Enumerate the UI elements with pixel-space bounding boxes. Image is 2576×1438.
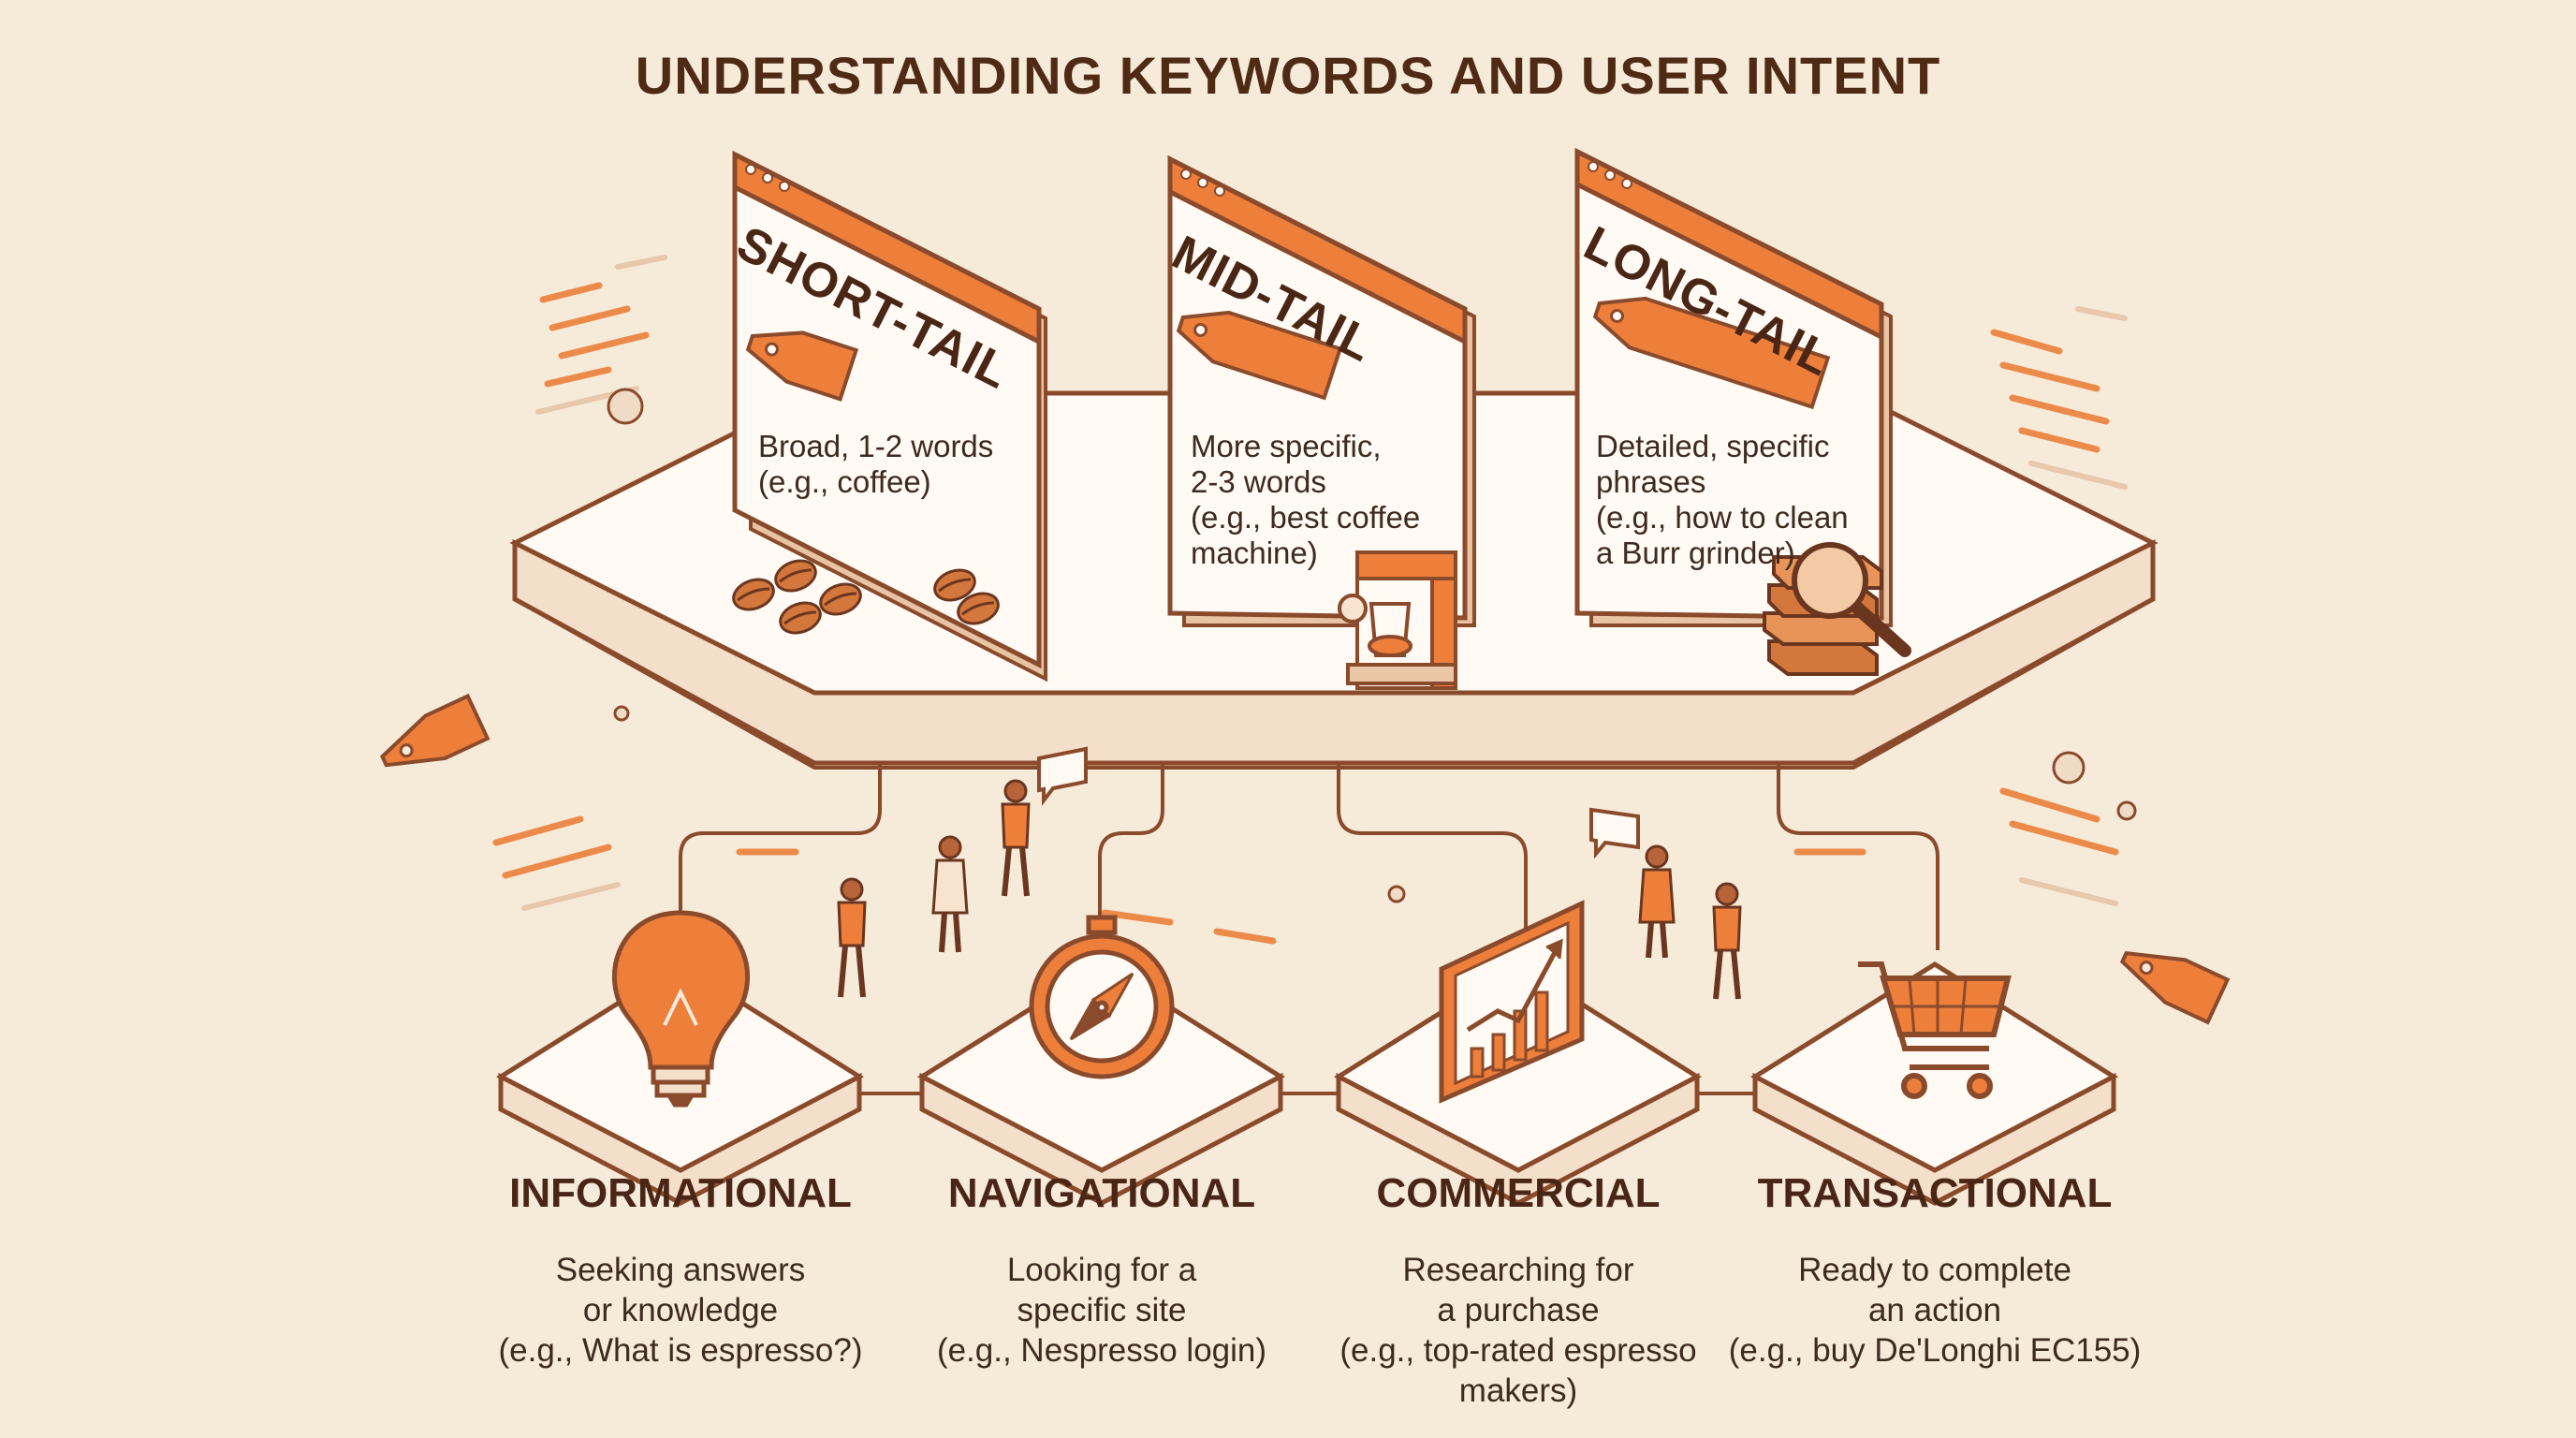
- intent-description-commercial: Researching for a purchase (e.g., top-ra…: [1339, 1252, 1697, 1409]
- mid-tail-tag-icon: [1176, 310, 1343, 401]
- decor-dashes: [492, 255, 2128, 945]
- intent-title-commercial: COMMERCIAL: [1376, 1170, 1661, 1216]
- intent-title-transactional: TRANSACTIONAL: [1757, 1170, 2113, 1216]
- short-tail-tag-icon: [745, 330, 859, 402]
- growth-chart-icon: [1439, 900, 1585, 1104]
- card-description-long-tail: Detailed, specific phrases (e.g., how to…: [1596, 429, 1849, 570]
- intent-title-informational: INFORMATIONAL: [509, 1170, 852, 1216]
- floating-tag-right: [2119, 950, 2231, 1025]
- coffee-beans-icon: [732, 559, 1000, 635]
- floating-tag-left: [380, 693, 490, 768]
- compass-icon: [1029, 915, 1175, 1079]
- intent-description-navigational: Looking for a specific site (e.g., Nespr…: [936, 1252, 1267, 1369]
- intent-title-navigational: NAVIGATIONAL: [947, 1170, 1256, 1216]
- long-tail-tag-icon: [1592, 296, 1831, 410]
- card-mid-tail: [1167, 154, 1476, 627]
- intent-description-informational: Seeking answers or knowledge (e.g., What…: [498, 1252, 863, 1369]
- shopping-cart-icon: [1858, 961, 2012, 1099]
- card-description-short-tail: Broad, 1-2 words (e.g., coffee): [758, 429, 994, 499]
- intent-description-transactional: Ready to complete an action (e.g., buy D…: [1728, 1252, 2142, 1369]
- espresso-machine-icon: [1338, 550, 1457, 690]
- page-title: UNDERSTANDING KEYWORDS AND USER INTENT: [635, 46, 1941, 105]
- connectors: [679, 763, 1939, 1095]
- people-illustration: [837, 746, 1742, 1000]
- card-long-tail: [1574, 147, 1893, 627]
- chat-bubble-icon: [1037, 746, 1640, 859]
- books-magnifier-icon: [1763, 542, 1911, 676]
- card-description-mid-tail: More specific, 2-3 words (e.g., best cof…: [1191, 429, 1421, 570]
- card-short-tail: [732, 150, 1047, 682]
- lightbulb-icon: [611, 910, 751, 1108]
